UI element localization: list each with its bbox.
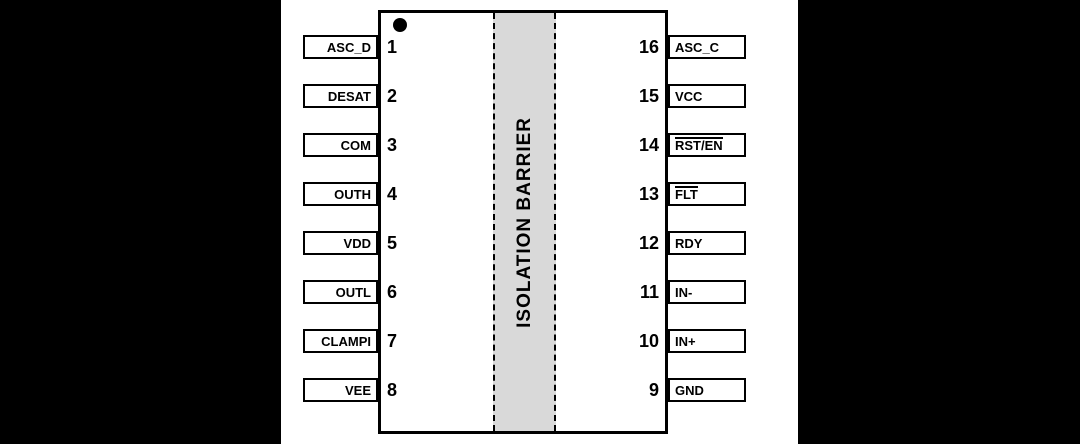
pin-number: 14 [638, 134, 659, 155]
pinout-canvas: ISOLATION BARRIER ASC_D 1 DESAT 2 COM 3 [281, 0, 798, 444]
pin-label: GND [675, 383, 704, 399]
left-pin-column: ASC_D 1 DESAT 2 COM 3 OUTH 4 [303, 22, 397, 415]
pin-row-16: 16 ASC_C [630, 22, 746, 71]
pin-number: 15 [638, 85, 659, 106]
pin-row-6: OUTL 6 [303, 268, 397, 317]
pin-label: COM [340, 137, 371, 153]
pin-row-4: OUTH 4 [303, 169, 397, 218]
pin-number: 12 [638, 233, 659, 254]
pin-label-box: RDY [668, 231, 746, 256]
pin-row-9: 9 GND [630, 366, 746, 415]
pin-label-box: OUTL [303, 280, 378, 305]
pin-label: RST/EN [675, 137, 723, 154]
pin-label: OUTL [335, 285, 371, 301]
isolation-barrier: ISOLATION BARRIER [493, 13, 556, 431]
pin-row-12: 12 RDY [630, 219, 746, 268]
pin-row-14: 14 RST/EN [630, 120, 746, 169]
pin-label-box: RST/EN [668, 132, 746, 157]
ic-body: ISOLATION BARRIER [378, 10, 668, 434]
pin-label: ASC_C [675, 39, 720, 55]
pin-label-box: GND [668, 378, 746, 403]
pin-row-3: COM 3 [303, 120, 397, 169]
pin-row-15: 15 VCC [630, 71, 746, 120]
pin-row-5: VDD 5 [303, 219, 397, 268]
pin-number: 1 [387, 36, 398, 57]
pin-label-box: ASC_D [303, 34, 378, 59]
pin-number: 13 [638, 183, 659, 204]
pin-number: 9 [648, 380, 659, 401]
pin-row-10: 10 IN+ [630, 317, 746, 366]
pin-number: 8 [387, 380, 398, 401]
pin-number: 2 [387, 85, 398, 106]
pin-label-box: DESAT [303, 83, 378, 108]
pin-label-box: ASC_C [668, 34, 746, 59]
pin-label: IN- [675, 285, 693, 301]
pin-number: 11 [639, 282, 659, 303]
pin-label: DESAT [327, 88, 371, 104]
pin-label: IN+ [675, 334, 696, 350]
pin-row-8: VEE 8 [303, 366, 397, 415]
pin-label: OUTH [334, 186, 371, 202]
pin-number: 10 [638, 331, 659, 352]
pin1-indicator-dot [393, 18, 407, 32]
pin-number: 16 [638, 36, 659, 57]
pin-label-box: OUTH [303, 181, 378, 206]
pin-number: 7 [387, 331, 398, 352]
pin-label-box: VDD [303, 231, 378, 256]
pin-label: ASC_D [326, 39, 371, 55]
pin-label: VDD [343, 236, 371, 252]
pin-label-box: CLAMPI [303, 329, 378, 354]
pin-label: VEE [344, 383, 371, 399]
pin-label: RDY [675, 236, 703, 252]
pin-label-box: VCC [668, 83, 746, 108]
pin-label-box: COM [303, 132, 378, 157]
pin-number: 5 [387, 233, 398, 254]
pin-row-7: CLAMPI 7 [303, 317, 397, 366]
pin-label-box: IN+ [668, 329, 746, 354]
pin-label: VCC [675, 88, 703, 104]
pin-label: FLT [675, 186, 698, 203]
pin-label: CLAMPI [321, 334, 371, 350]
pin-row-13: 13 FLT [630, 169, 746, 218]
pin-label-box: VEE [303, 378, 378, 403]
pin-label-box: IN- [668, 280, 746, 305]
pin-number: 4 [387, 183, 398, 204]
pin-row-11: 11 IN- [630, 268, 746, 317]
pin-label-box: FLT [668, 181, 746, 206]
isolation-barrier-label: ISOLATION BARRIER [513, 116, 535, 328]
pin-row-1: ASC_D 1 [303, 22, 397, 71]
pin-number: 3 [387, 134, 398, 155]
pin-number: 6 [387, 282, 398, 303]
right-pin-column: 16 ASC_C 15 VCC 14 RST/EN 13 FL [630, 22, 746, 415]
pin-row-2: DESAT 2 [303, 71, 397, 120]
